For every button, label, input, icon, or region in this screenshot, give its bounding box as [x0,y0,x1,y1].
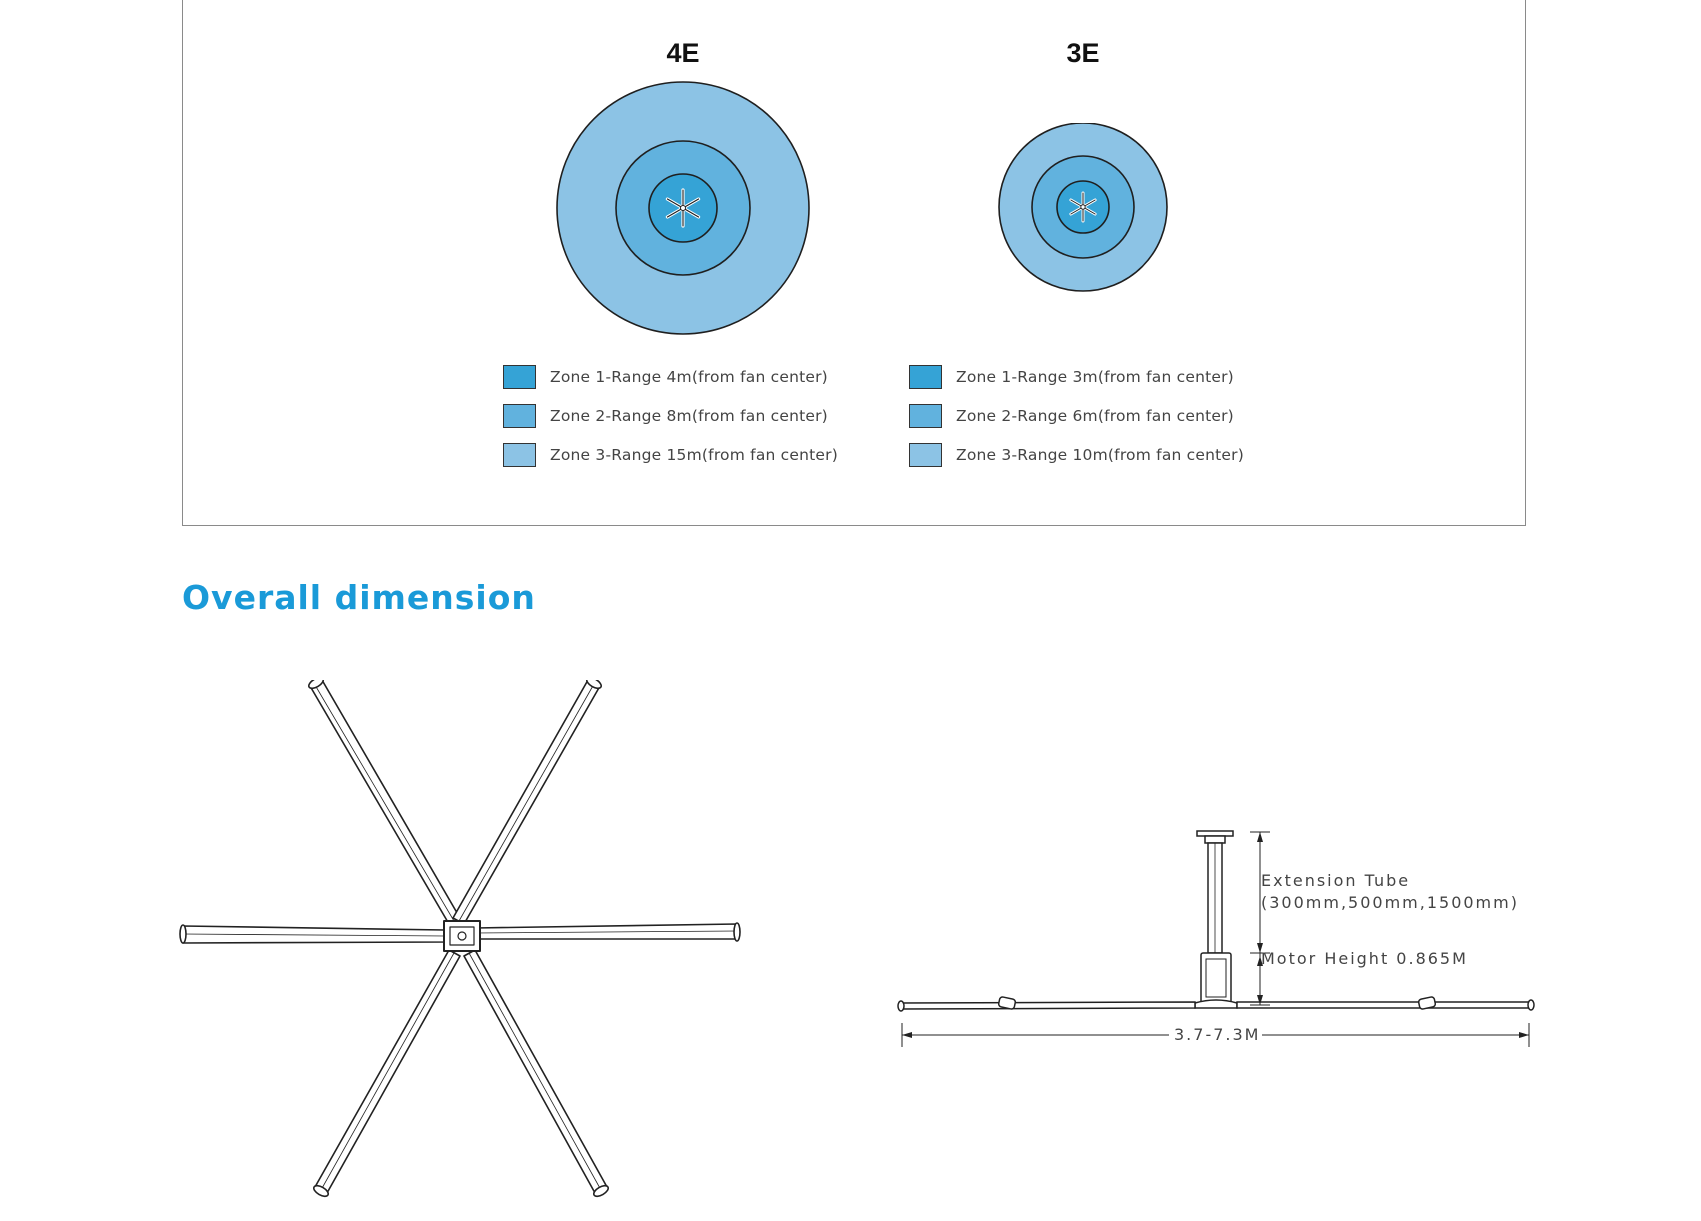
legend-label: Zone 1-Range 3m(from fan center) [956,368,1234,386]
fan-top-view-drawing [179,680,741,1198]
side-blade-left [900,1001,1196,1010]
legend-label: Zone 3-Range 15m(from fan center) [550,446,838,464]
legend-item: Zone 2-Range 6m(from fan center) [909,404,1234,428]
fan-side-view-drawing [897,830,1535,1047]
zone-diagram-3e [998,123,1168,292]
coverage-zones-panel: 4E 3E [182,0,1526,526]
motor-base [1194,999,1238,1009]
model-title-3e: 3E [1066,38,1100,68]
model-title-4e: 4E [666,38,700,68]
legend-label: Zone 2-Range 6m(from fan center) [956,407,1234,425]
legend-item: Zone 2-Range 8m(from fan center) [503,404,828,428]
zone-diagram-4e [556,81,810,335]
legend-item: Zone 3-Range 10m(from fan center) [909,443,1244,467]
legend-item: Zone 3-Range 15m(from fan center) [503,443,838,467]
legend-item: Zone 1-Range 4m(from fan center) [503,365,828,389]
zone-1-swatch [503,365,536,389]
zone-2-swatch [503,404,536,428]
zone-3-swatch [909,443,942,467]
motor-height-label: Motor Height 0.865M [1261,949,1468,968]
legend-item: Zone 1-Range 3m(from fan center) [909,365,1234,389]
legend-label: Zone 3-Range 10m(from fan center) [956,446,1244,464]
zone-3-swatch [503,443,536,467]
side-blade-right [1236,1001,1532,1009]
span-label: 3.7-7.3M [1172,1024,1263,1046]
legend-label: Zone 2-Range 8m(from fan center) [550,407,828,425]
zone-2-swatch [909,404,942,428]
fan-blade [463,949,608,1194]
zone-1-swatch [909,365,942,389]
fan-blade [309,680,461,925]
section-heading: Overall dimension [182,578,536,617]
legend-label: Zone 1-Range 4m(from fan center) [550,368,828,386]
extension-tube-options: (300mm,500mm,1500mm) [1261,893,1519,912]
extension-tube-label: Extension Tube [1261,871,1411,890]
